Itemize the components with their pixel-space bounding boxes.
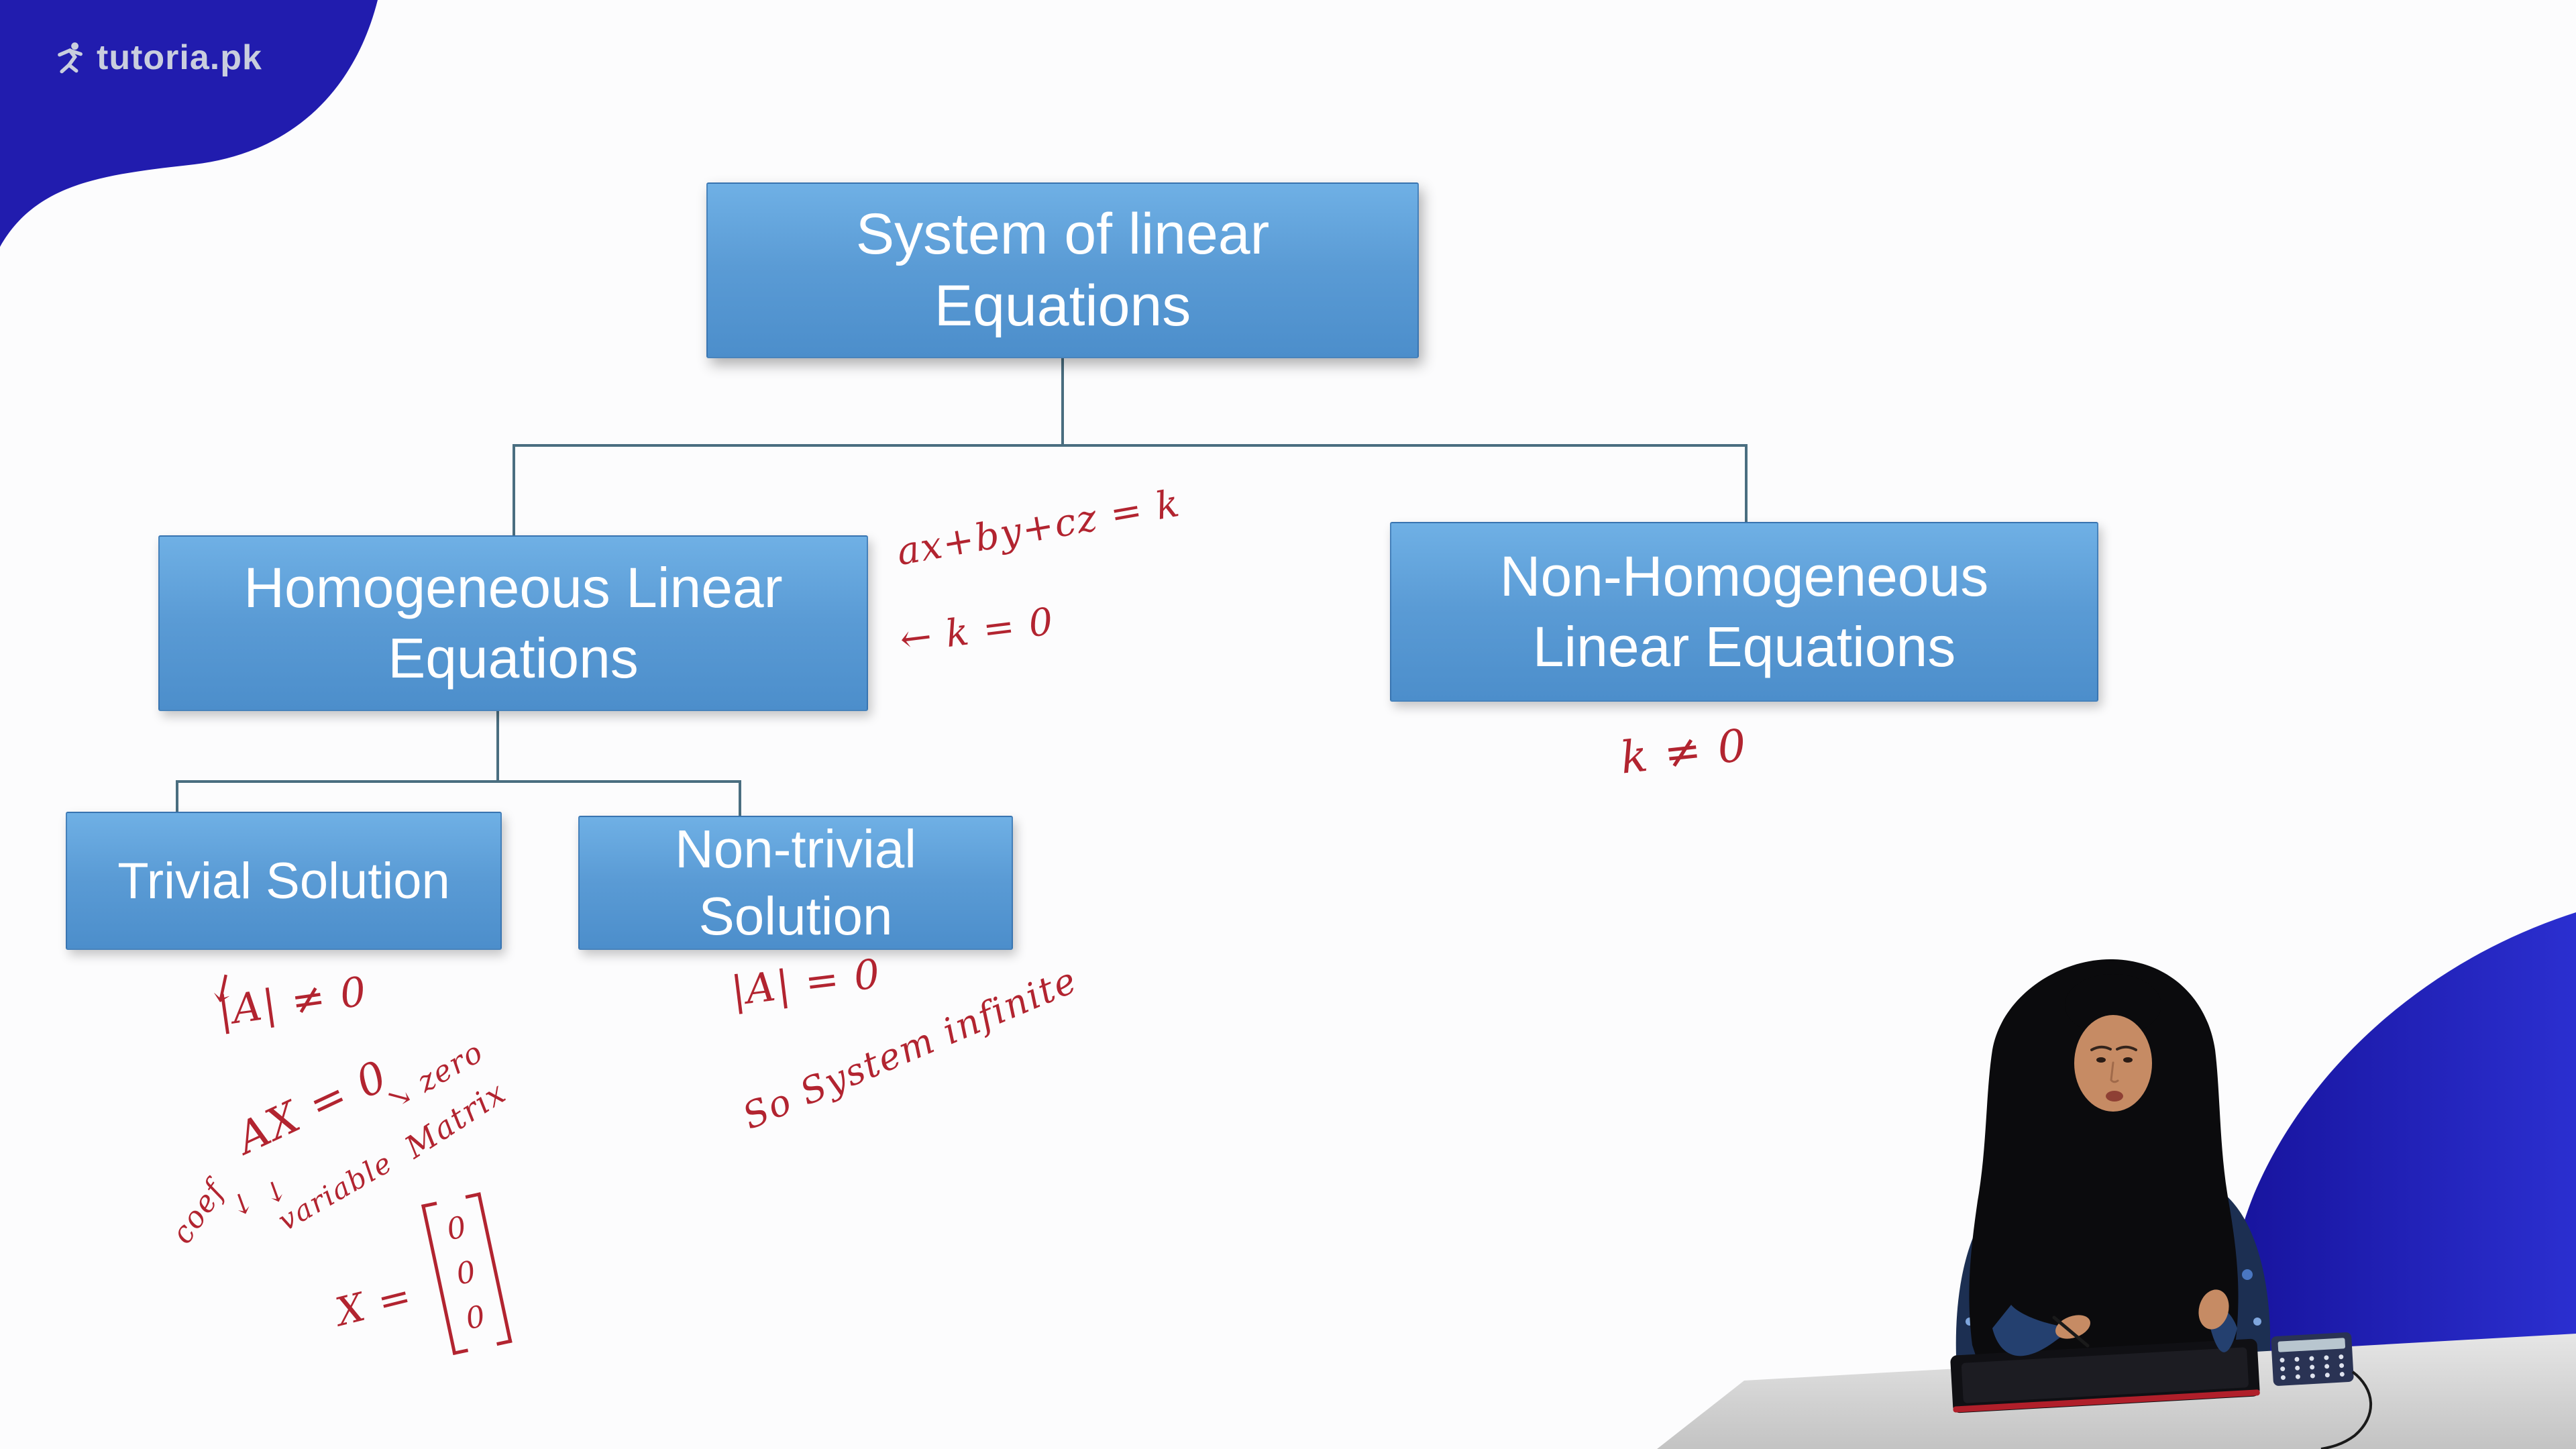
node-non-homogeneous-linear-equations: Non-Homogeneous Linear Equations — [1390, 522, 2098, 702]
node-homogeneous-linear-equations: Homogeneous Linear Equations — [158, 535, 868, 711]
connector-to-non-homogeneous — [1745, 444, 1748, 523]
ink-variable-label: variable — [272, 1145, 398, 1238]
connector-to-trivial — [176, 780, 178, 813]
node-label: Non-trivial Solution — [674, 819, 917, 946]
runner-icon — [58, 42, 83, 74]
matrix-values: 0 0 0 — [443, 1210, 490, 1337]
node-label: Homogeneous Linear Equations — [244, 556, 783, 690]
node-label: Non-Homogeneous Linear Equations — [1499, 545, 1989, 678]
stylus-pen — [2052, 1316, 2090, 1348]
matrix-brackets: 0 0 0 — [421, 1192, 513, 1354]
brand-logo: tutoria.pk — [52, 38, 262, 78]
ink-zero-vector: 0 0 0 — [421, 1192, 513, 1354]
connector-to-homogeneous — [513, 444, 515, 537]
corner-blob-bottom-right — [2227, 912, 2576, 1449]
ink-nontrivial-determinant: |A| = 0 — [729, 950, 884, 1016]
node-system-of-linear-equations: System of linear Equations — [706, 182, 1419, 358]
node-label: Trivial Solution — [117, 852, 450, 910]
corner-blob-top-left — [0, 0, 378, 247]
node-trivial-solution: Trivial Solution — [66, 812, 502, 950]
presenter-hands — [1992, 1289, 2237, 1356]
calculator — [2271, 1332, 2354, 1386]
node-label: System of linear Equations — [855, 201, 1270, 339]
ink-homogeneous-condition: ← k = 0 — [898, 599, 1057, 662]
brand-logo-text: tutoria.pk — [97, 38, 262, 77]
connector-homogeneous-stem — [496, 710, 499, 782]
connector-to-non-trivial — [739, 780, 741, 817]
connector-level2-rail — [176, 780, 741, 783]
connector-level1-rail — [513, 444, 1747, 447]
presenter-hijab — [1969, 959, 2239, 1390]
node-non-trivial-solution: Non-trivial Solution — [578, 816, 1013, 950]
ink-trivial-system: AX = 0 — [229, 1051, 396, 1165]
ink-general-equation: ax+by+cz = k — [894, 481, 1184, 575]
presenter-scene — [1657, 959, 2576, 1449]
connector-root-stem — [1061, 358, 1064, 445]
presenter-face — [2074, 1015, 2152, 1112]
ink-x-equals: X = — [331, 1272, 417, 1335]
pen-tablet — [1950, 1338, 2260, 1413]
ink-non-homogeneous-condition: k ≠ 0 — [1618, 719, 1750, 784]
calculator-cable — [2320, 1371, 2372, 1449]
ink-coef-label: coef — [165, 1174, 232, 1250]
